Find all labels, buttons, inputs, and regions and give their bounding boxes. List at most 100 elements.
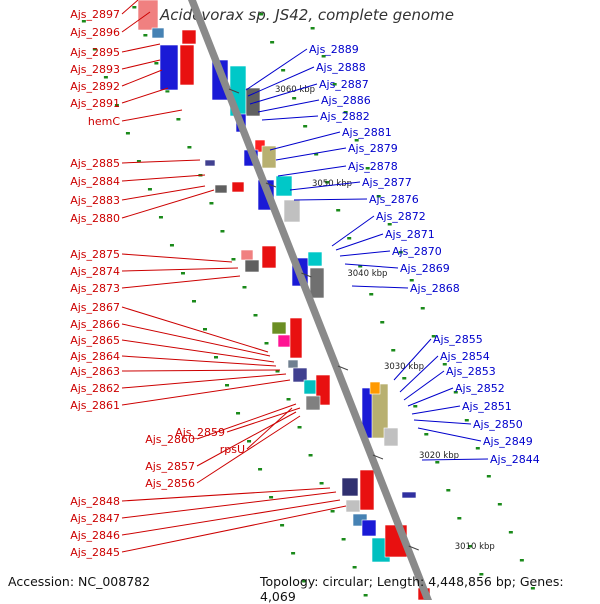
gene-feature[interactable] — [361, 519, 377, 537]
gene-label-right[interactable]: Ajs_2868 — [351, 282, 460, 295]
gene-label-right[interactable]: Ajs_2882 — [261, 110, 370, 123]
gene-label-left[interactable]: Ajs_2863 — [70, 365, 281, 378]
tick-dot — [420, 307, 425, 310]
gene-label-left[interactable]: Ajs_2867 — [70, 301, 269, 353]
gene-label-text: Ajs_2877 — [362, 176, 412, 189]
gene-label-right[interactable]: Ajs_2855 — [393, 333, 483, 381]
gene-feature[interactable] — [137, 0, 159, 31]
gene-feature[interactable] — [159, 44, 179, 91]
gene-label-right[interactable]: Ajs_2870 — [339, 245, 442, 258]
gene-label-left[interactable]: Ajs_2865 — [70, 334, 275, 363]
gene-feature[interactable] — [289, 317, 303, 359]
gene-label-left[interactable]: Ajs_2873 — [70, 275, 241, 295]
gene-feature[interactable] — [303, 379, 317, 395]
tick-dot — [225, 384, 230, 387]
gene-label-right[interactable]: Ajs_2886 — [257, 94, 371, 113]
gene-label-right[interactable]: Ajs_2876 — [293, 193, 419, 206]
gene-label-right[interactable]: Ajs_2887 — [249, 78, 369, 105]
gene-feature[interactable] — [204, 159, 216, 167]
gene-label-text: Ajs_2845 — [70, 546, 120, 559]
tick-dot — [446, 489, 451, 492]
gene-feature[interactable] — [179, 44, 195, 86]
gene-label-left[interactable]: Ajs_2856 — [145, 415, 301, 490]
gene-label-left[interactable]: Ajs_2892 — [70, 69, 163, 93]
gene-feature[interactable] — [214, 184, 228, 194]
gene-feature[interactable] — [345, 499, 361, 513]
gene-feature[interactable] — [271, 321, 287, 335]
gene-label-right[interactable]: Ajs_2851 — [411, 400, 512, 415]
gene-label-right[interactable]: Ajs_2881 — [269, 126, 392, 151]
gene-feature[interactable] — [283, 199, 301, 223]
gene-feature[interactable] — [261, 145, 277, 169]
gene-feature[interactable] — [369, 381, 381, 395]
tick-dot — [169, 244, 174, 247]
gene-feature[interactable] — [231, 181, 245, 193]
gene-label-left[interactable]: Ajs_2860 — [145, 403, 297, 446]
gene-label-left[interactable]: Ajs_2891 — [70, 87, 169, 110]
gene-feature[interactable] — [359, 469, 375, 511]
gene-label-right[interactable]: Ajs_2888 — [247, 61, 366, 97]
gene-feature[interactable] — [151, 27, 165, 39]
tick-dot — [203, 328, 208, 331]
gene-feature[interactable] — [401, 491, 417, 499]
gene-label-text: Ajs_2868 — [410, 282, 460, 295]
gene-label-left[interactable]: rpsU — [220, 407, 293, 456]
leader-line — [121, 0, 139, 15]
gene-label-left[interactable]: Ajs_2874 — [70, 265, 239, 278]
gene-feature[interactable] — [341, 477, 359, 497]
tick-dot — [475, 447, 480, 450]
gene-feature[interactable] — [383, 427, 399, 447]
gene-label-right[interactable]: Ajs_2844 — [421, 453, 540, 466]
gene-label-text: Ajs_2854 — [440, 350, 490, 363]
gene-label-left[interactable]: Ajs_2866 — [70, 318, 271, 357]
leader-line — [245, 48, 308, 91]
gene-label-left[interactable]: Ajs_2862 — [70, 373, 287, 395]
gene-label-right[interactable]: Ajs_2854 — [399, 350, 490, 393]
gene-label-right[interactable]: Ajs_2852 — [407, 382, 505, 407]
gene-feature[interactable] — [287, 359, 299, 369]
tick-dot — [302, 580, 307, 583]
gene-feature[interactable] — [307, 251, 323, 267]
gene-label-right[interactable]: Ajs_2849 — [417, 427, 533, 448]
gene-feature[interactable] — [305, 395, 321, 411]
gene-label-right[interactable]: Ajs_2871 — [335, 228, 435, 251]
tick-dot — [363, 594, 368, 597]
gene-feature[interactable] — [261, 245, 277, 269]
gene-label-left[interactable]: Ajs_2861 — [70, 379, 291, 412]
gene-label-left[interactable]: Ajs_2845 — [70, 505, 347, 559]
gene-feature[interactable] — [309, 267, 325, 299]
gene-label-left[interactable]: Ajs_2846 — [70, 499, 341, 542]
gene-label-left[interactable]: Ajs_2885 — [70, 157, 201, 170]
gene-label-right[interactable]: Ajs_2889 — [245, 43, 359, 91]
gene-label-left[interactable]: Ajs_2895 — [70, 43, 161, 59]
gene-feature[interactable] — [244, 259, 260, 273]
gene-label-left[interactable]: Ajs_2875 — [70, 248, 233, 263]
tick-dot — [286, 398, 291, 401]
gene-label-left[interactable]: Ajs_2880 — [70, 189, 215, 225]
gene-label-right[interactable]: Ajs_2877 — [289, 176, 412, 191]
tick-label: 3020 kbp — [419, 451, 459, 461]
gene-label-left[interactable]: Ajs_2884 — [70, 174, 206, 188]
gene-feature[interactable] — [275, 175, 293, 197]
gene-label-left[interactable]: Ajs_2897 — [70, 0, 139, 21]
gene-label-left[interactable]: Ajs_2864 — [70, 350, 277, 367]
gene-label-left[interactable]: Ajs_2848 — [70, 487, 331, 508]
gene-label-right[interactable]: Ajs_2853 — [403, 365, 496, 401]
gene-label-right[interactable]: Ajs_2850 — [413, 418, 523, 431]
gene-label-right[interactable]: Ajs_2879 — [275, 142, 398, 161]
gene-label-right[interactable]: Ajs_2878 — [277, 160, 398, 177]
gene-label-right[interactable]: Ajs_2872 — [331, 210, 426, 247]
gene-label-left[interactable]: Ajs_2883 — [70, 185, 206, 207]
gene-label-left[interactable]: Ajs_2847 — [70, 491, 337, 525]
gene-label-left[interactable]: Ajs_2857 — [145, 411, 297, 473]
gene-label-left[interactable]: Ajs_2896 — [70, 11, 151, 39]
gene-feature[interactable] — [292, 367, 308, 383]
gene-label-left[interactable]: hemC — [88, 109, 183, 128]
gene-label-right[interactable]: Ajs_2869 — [344, 262, 450, 275]
gene-label-text: Ajs_2863 — [70, 365, 120, 378]
tick-mark — [301, 272, 312, 278]
gene-feature[interactable] — [240, 249, 254, 261]
gene-label-left[interactable]: Ajs_2893 — [70, 59, 161, 76]
gene-feature[interactable] — [181, 29, 197, 45]
